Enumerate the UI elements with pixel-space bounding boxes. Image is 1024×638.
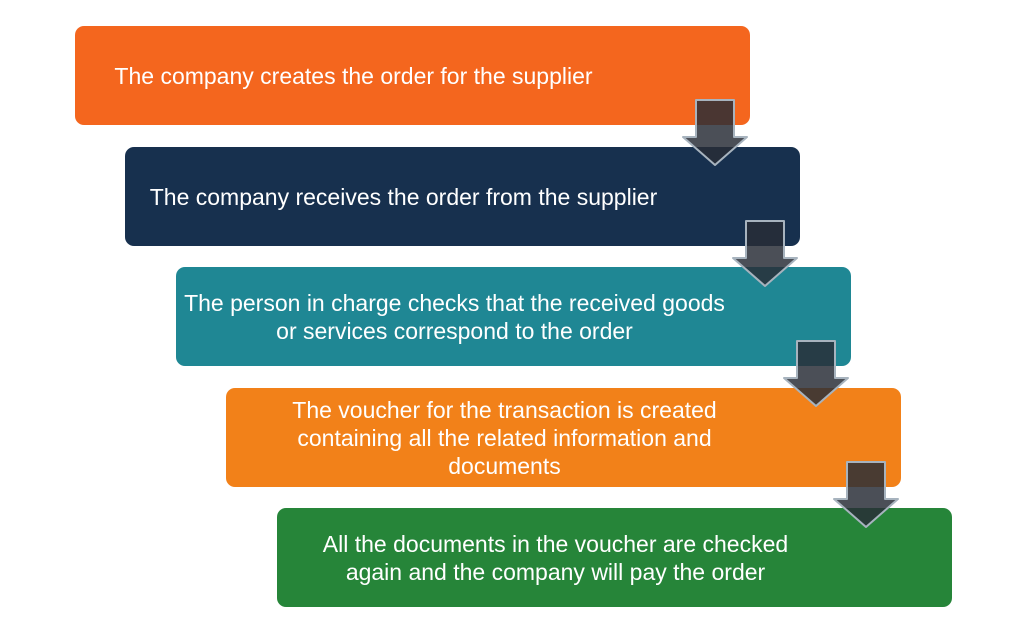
- down-arrow-icon: [833, 461, 899, 528]
- down-arrow-shape: [732, 220, 798, 287]
- flow-step-2-label: The company receives the order from the …: [149, 183, 658, 210]
- flow-step-5-label: All the documents in the voucher are che…: [322, 530, 789, 585]
- down-arrow-icon: [783, 340, 849, 407]
- down-arrow-icon: [732, 220, 798, 287]
- flow-step-4: The voucher for the transaction is creat…: [226, 388, 901, 487]
- flow-step-2: The company receives the order from the …: [125, 147, 800, 246]
- down-arrow-shape: [833, 461, 899, 528]
- flow-step-3-label: The person in charge checks that the rec…: [184, 289, 725, 344]
- flow-step-1-label: The company creates the order for the su…: [114, 62, 593, 89]
- flow-step-1: The company creates the order for the su…: [75, 26, 750, 125]
- flow-step-4-label: The voucher for the transaction is creat…: [292, 396, 717, 479]
- down-arrow-icon: [682, 99, 748, 166]
- flow-step-5: All the documents in the voucher are che…: [277, 508, 952, 607]
- down-arrow-shape: [783, 340, 849, 407]
- down-arrow-shape: [682, 99, 748, 166]
- flow-step-3: The person in charge checks that the rec…: [176, 267, 851, 366]
